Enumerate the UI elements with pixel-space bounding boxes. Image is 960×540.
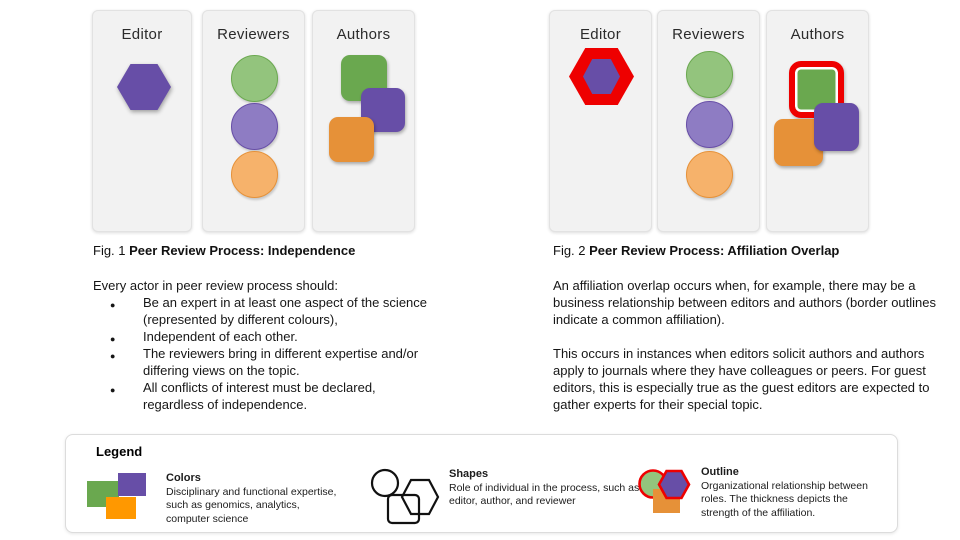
editor-hexagon-red-outlined (569, 48, 634, 105)
legend-item-colors: Colors Disciplinary and functional exper… (166, 472, 338, 526)
fig1-intro: Every actor in peer review process shoul… (93, 278, 338, 293)
fig2-editor-panel: Editor (549, 10, 652, 232)
legend-shapes-desc: Role of individual in the process, such … (449, 481, 640, 508)
fig1-description: Every actor in peer review process shoul… (93, 277, 435, 413)
outline-icon (638, 469, 691, 513)
legend-colors-desc: Disciplinary and functional expertise, s… (166, 485, 337, 525)
fig2-reviewers-panel: Reviewers (657, 10, 760, 232)
fig2-authors-title: Authors (790, 26, 845, 43)
reviewer-circle-green (231, 55, 278, 102)
fig1-authors-title: Authors (336, 26, 391, 43)
fig1-caption-prefix: Fig. 1 (93, 243, 126, 258)
reviewer-circle-purple (231, 103, 278, 150)
fig2-description: An affiliation overlap occurs when, for … (553, 277, 945, 413)
reviewer-circle-orange (686, 151, 733, 198)
fig1-reviewers-panel: Reviewers (202, 10, 305, 232)
fig2-authors-panel: Authors (766, 10, 869, 232)
fig2-caption: Fig. 2 Peer Review Process: Affiliation … (553, 243, 839, 258)
reviewer-circle-purple (686, 101, 733, 148)
author-square-purple (814, 103, 859, 151)
fig1-bullet-2: Independent of each other. (93, 328, 435, 348)
fig1-editor-panel: Editor (92, 10, 192, 232)
fig2-caption-prefix: Fig. 2 (553, 243, 586, 258)
fig1-bullet-4: All conflicts of interest must be declar… (93, 379, 435, 413)
fig1-reviewers-title: Reviewers (217, 26, 290, 43)
legend-box: Legend Colors Disciplinary and functiona… (65, 434, 898, 533)
fig1-editor-title: Editor (121, 26, 163, 43)
fig1-caption-title: Peer Review Process: Independence (129, 243, 356, 258)
author-square-orange (329, 117, 374, 162)
editor-hexagon-purple (117, 64, 171, 110)
legend-outline-desc: Organizational relationship between role… (701, 479, 868, 519)
fig2-paragraph-1: An affiliation overlap occurs when, for … (553, 278, 937, 327)
reviewer-circle-orange (231, 151, 278, 198)
fig1-bullet-3: The reviewers bring in different experti… (93, 345, 435, 379)
legend-outline-title: Outline (701, 466, 739, 478)
fig2-reviewers-title: Reviewers (672, 26, 745, 43)
legend-title: Legend (96, 444, 143, 459)
fig2-paragraph-2: This occurs in instances when editors so… (553, 346, 930, 412)
shapes-icon (370, 468, 440, 525)
fig2-caption-title: Peer Review Process: Affiliation Overlap (589, 243, 840, 258)
fig1-caption: Fig. 1 Peer Review Process: Independence (93, 243, 355, 258)
fig2-editor-title: Editor (580, 26, 621, 43)
fig1-bullet-1: Be an expert in at least one aspect of t… (93, 294, 435, 328)
colors-icon (87, 473, 146, 519)
legend-shapes-title: Shapes (449, 468, 489, 480)
legend-colors-title: Colors (166, 472, 201, 484)
legend-item-outline: Outline Organizational relationship betw… (701, 466, 883, 520)
legend-item-shapes: Shapes Role of individual in the process… (449, 468, 647, 509)
fig1-authors-panel: Authors (312, 10, 415, 232)
reviewer-circle-green (686, 51, 733, 98)
fig1-bullet-list: Be an expert in at least one aspect of t… (93, 294, 435, 413)
